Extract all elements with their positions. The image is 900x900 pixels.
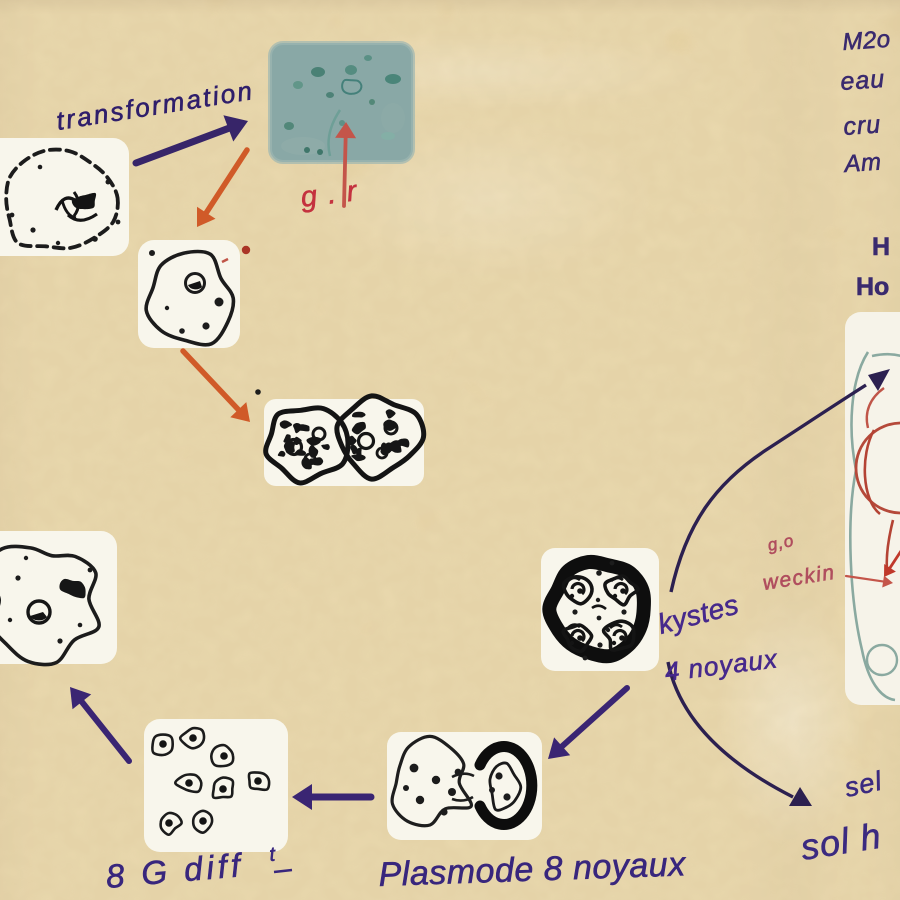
svg-text:eau: eau — [839, 65, 886, 96]
svg-text:cru: cru — [842, 110, 882, 141]
svg-text:H: H — [872, 233, 890, 261]
svg-text:g.r: g.r — [299, 174, 369, 214]
svg-text:t: t — [269, 843, 278, 866]
svg-text:M2o: M2o — [842, 26, 892, 56]
svg-text:Ho: Ho — [856, 273, 889, 301]
svg-text:Am: Am — [842, 148, 883, 178]
svg-text:g,o: g,o — [766, 531, 796, 555]
